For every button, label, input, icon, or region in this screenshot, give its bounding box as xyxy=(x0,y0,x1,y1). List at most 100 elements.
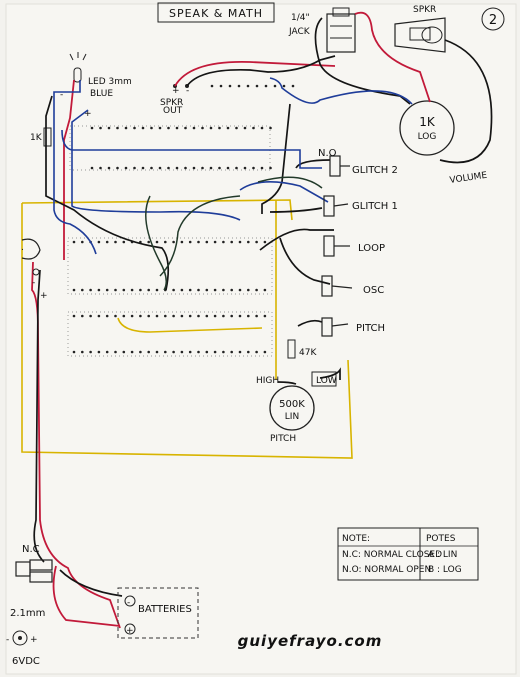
svg-text:-: - xyxy=(186,86,189,96)
pitch-switch-label: PITCH xyxy=(356,323,385,334)
pin-dot xyxy=(150,166,153,170)
pin-dot xyxy=(97,350,101,354)
pin-dot xyxy=(124,126,128,130)
pin-dot xyxy=(222,314,225,318)
pin-dot xyxy=(164,240,167,244)
pin-dot xyxy=(180,240,184,244)
pin-dot xyxy=(201,166,204,170)
pin-dot xyxy=(164,350,167,354)
pin-dot xyxy=(105,350,109,354)
pin-dot xyxy=(230,314,233,318)
pin-dot xyxy=(114,350,117,354)
pin-dot xyxy=(116,126,119,130)
pin-dot xyxy=(205,240,209,244)
svg-text:HIGH: HIGH xyxy=(256,376,279,386)
pin-dot xyxy=(133,166,136,170)
svg-text:OUT: OUT xyxy=(163,106,183,116)
jack-label: JACK xyxy=(288,27,311,37)
svg-text:2: 2 xyxy=(489,13,497,28)
switch-no-label: N.O xyxy=(318,148,337,159)
pin-dot xyxy=(226,126,230,130)
pin-dot xyxy=(197,314,200,318)
pin-dot xyxy=(158,166,162,170)
pin-dot xyxy=(147,314,150,318)
pin-dot xyxy=(184,126,187,130)
dc-jack: N.C 2.1mm - + 6VDC xyxy=(6,544,53,667)
pin-dot xyxy=(107,126,111,130)
pin-dot xyxy=(205,314,209,318)
pin-dot xyxy=(263,240,267,244)
page-title: SPEAK & MATH xyxy=(169,7,263,20)
pin-dot xyxy=(147,240,150,244)
svg-text:+: + xyxy=(40,291,48,301)
note-table: NOTE: N.C: NORMAL CLOSED N.O: NORMAL OPE… xyxy=(337,527,479,581)
pin-dot xyxy=(252,166,255,170)
pin-dot xyxy=(197,350,200,354)
pin-dot xyxy=(72,314,76,318)
pin-dot xyxy=(81,350,84,354)
svg-text:-: - xyxy=(32,278,35,288)
svg-text:+: + xyxy=(30,635,38,645)
pin-dot xyxy=(147,288,150,292)
pin-dot xyxy=(188,314,192,318)
pin-dot xyxy=(246,84,250,88)
pin-dot xyxy=(172,240,175,244)
pin-dot xyxy=(230,288,233,292)
pin-dot xyxy=(235,166,238,170)
pin-dot xyxy=(90,126,94,130)
pin-dot xyxy=(247,314,250,318)
pin-dot xyxy=(238,350,242,354)
pin-dot xyxy=(260,126,264,130)
loop-label: LOOP xyxy=(358,243,385,254)
pin-dot xyxy=(89,288,92,292)
pin-dot xyxy=(97,288,101,292)
pin-dot xyxy=(150,126,153,130)
pin-dot xyxy=(89,314,92,318)
svg-text:NOTE:: NOTE: xyxy=(342,534,370,544)
batteries: - + BATTERIES xyxy=(117,587,199,639)
pin-dot xyxy=(255,314,258,318)
pin-dot xyxy=(273,84,277,88)
pin-dot xyxy=(155,288,159,292)
pin-dot xyxy=(269,166,272,170)
pin-dot xyxy=(81,240,84,244)
pin-dot xyxy=(188,240,192,244)
pin-dot xyxy=(243,126,247,130)
pin-dot xyxy=(192,126,196,130)
svg-text:POTES: POTES xyxy=(426,534,456,544)
osc-label: OSC xyxy=(363,285,384,296)
svg-text:1K: 1K xyxy=(30,133,43,143)
pin-dot xyxy=(172,350,175,354)
pin-dot xyxy=(90,166,94,170)
pin-dot xyxy=(139,350,142,354)
pin-dot xyxy=(238,288,242,292)
pin-dot xyxy=(205,350,209,354)
pin-dot xyxy=(180,314,184,318)
pin-dot xyxy=(264,84,268,88)
title-box: SPEAK & MATH xyxy=(157,2,275,23)
pin-dot xyxy=(89,350,92,354)
watermark: guiyefrayo.com xyxy=(238,632,383,650)
pin-dot xyxy=(99,166,102,170)
pin-dot xyxy=(167,166,170,170)
pin-dot xyxy=(105,288,109,292)
svg-text:+: + xyxy=(84,109,92,119)
svg-text:LOG: LOG xyxy=(418,132,437,142)
pin-dot xyxy=(197,240,200,244)
pin-dot xyxy=(205,288,209,292)
pin-dot xyxy=(213,240,217,244)
pitch-pot-500k: 500K LIN HIGH LOW PITCH xyxy=(256,371,337,444)
pin-dot xyxy=(226,166,230,170)
pin-dot xyxy=(222,288,225,292)
pin-dot xyxy=(222,240,225,244)
svg-text:.: . xyxy=(21,243,24,253)
pin-dot xyxy=(164,314,167,318)
pin-dot xyxy=(141,166,145,170)
glitch1-label: GLITCH 1 xyxy=(352,201,398,212)
pin-dot xyxy=(188,350,192,354)
led-3mm-blue: LED 3mm BLUE - + xyxy=(60,52,132,119)
pin-dot xyxy=(291,84,295,88)
pin-dot xyxy=(114,240,117,244)
pin-dot xyxy=(263,288,267,292)
pin-dot xyxy=(260,166,264,170)
